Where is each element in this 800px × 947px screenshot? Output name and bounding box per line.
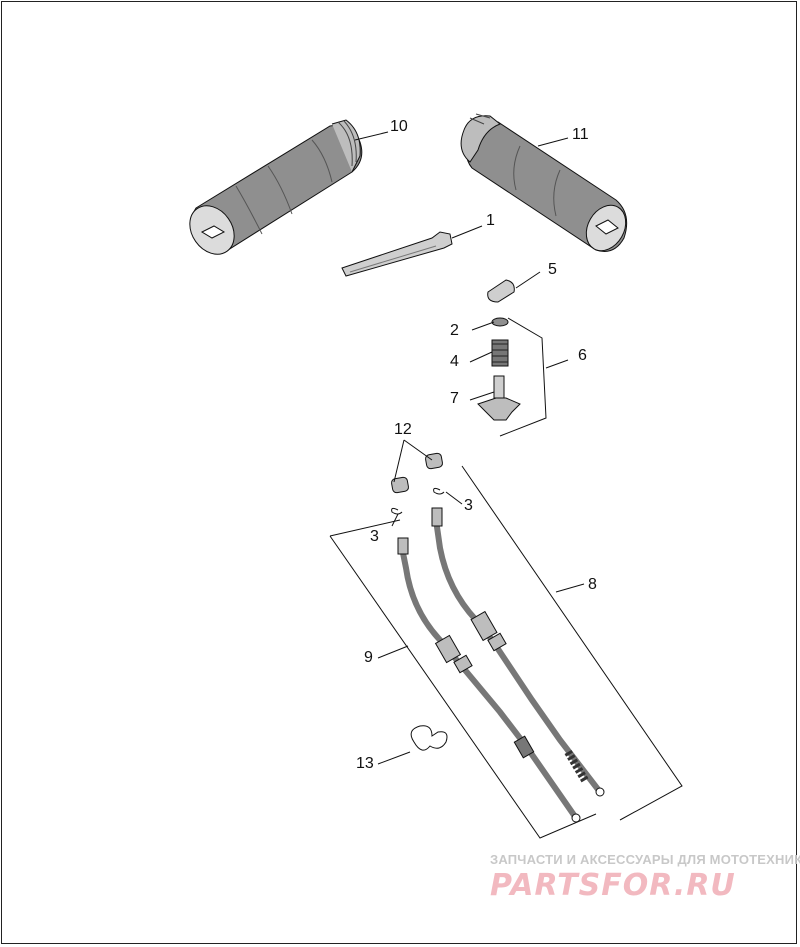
cable-strap <box>341 231 453 277</box>
callout-3-left: 3 <box>370 528 379 545</box>
clamp-part <box>487 279 515 303</box>
callout-1: 1 <box>486 212 495 229</box>
callout-12: 12 <box>394 421 412 438</box>
clip-left <box>391 507 403 515</box>
callout-7: 7 <box>450 390 459 407</box>
plug-lower <box>391 476 409 494</box>
cable-clip <box>410 725 448 751</box>
plug-upper <box>425 452 443 470</box>
callout-8: 8 <box>588 576 597 593</box>
callout-3-right: 3 <box>464 497 473 514</box>
grip-right <box>460 113 628 252</box>
callout-11: 11 <box>572 126 589 143</box>
adjuster-knob <box>477 375 521 421</box>
leader-lines <box>329 131 683 839</box>
callout-10: 10 <box>390 118 408 135</box>
callout-9: 9 <box>364 649 373 666</box>
clip-right <box>433 487 445 495</box>
cable-right <box>431 507 605 797</box>
callout-13: 13 <box>356 755 374 772</box>
spring-part <box>491 339 509 367</box>
grip-left <box>189 119 363 255</box>
callout-6: 6 <box>578 347 587 364</box>
watermark-tagline: ЗАПЧАСТИ И АКСЕССУАРЫ ДЛЯ МОТОТЕХНИКИ <box>490 852 800 867</box>
washer-part <box>491 317 509 327</box>
callout-4: 4 <box>450 353 459 370</box>
callout-5: 5 <box>548 261 557 278</box>
cable-left <box>397 537 581 823</box>
watermark-logo: PARTSFOR.RU <box>490 868 736 903</box>
callout-2: 2 <box>450 322 459 339</box>
